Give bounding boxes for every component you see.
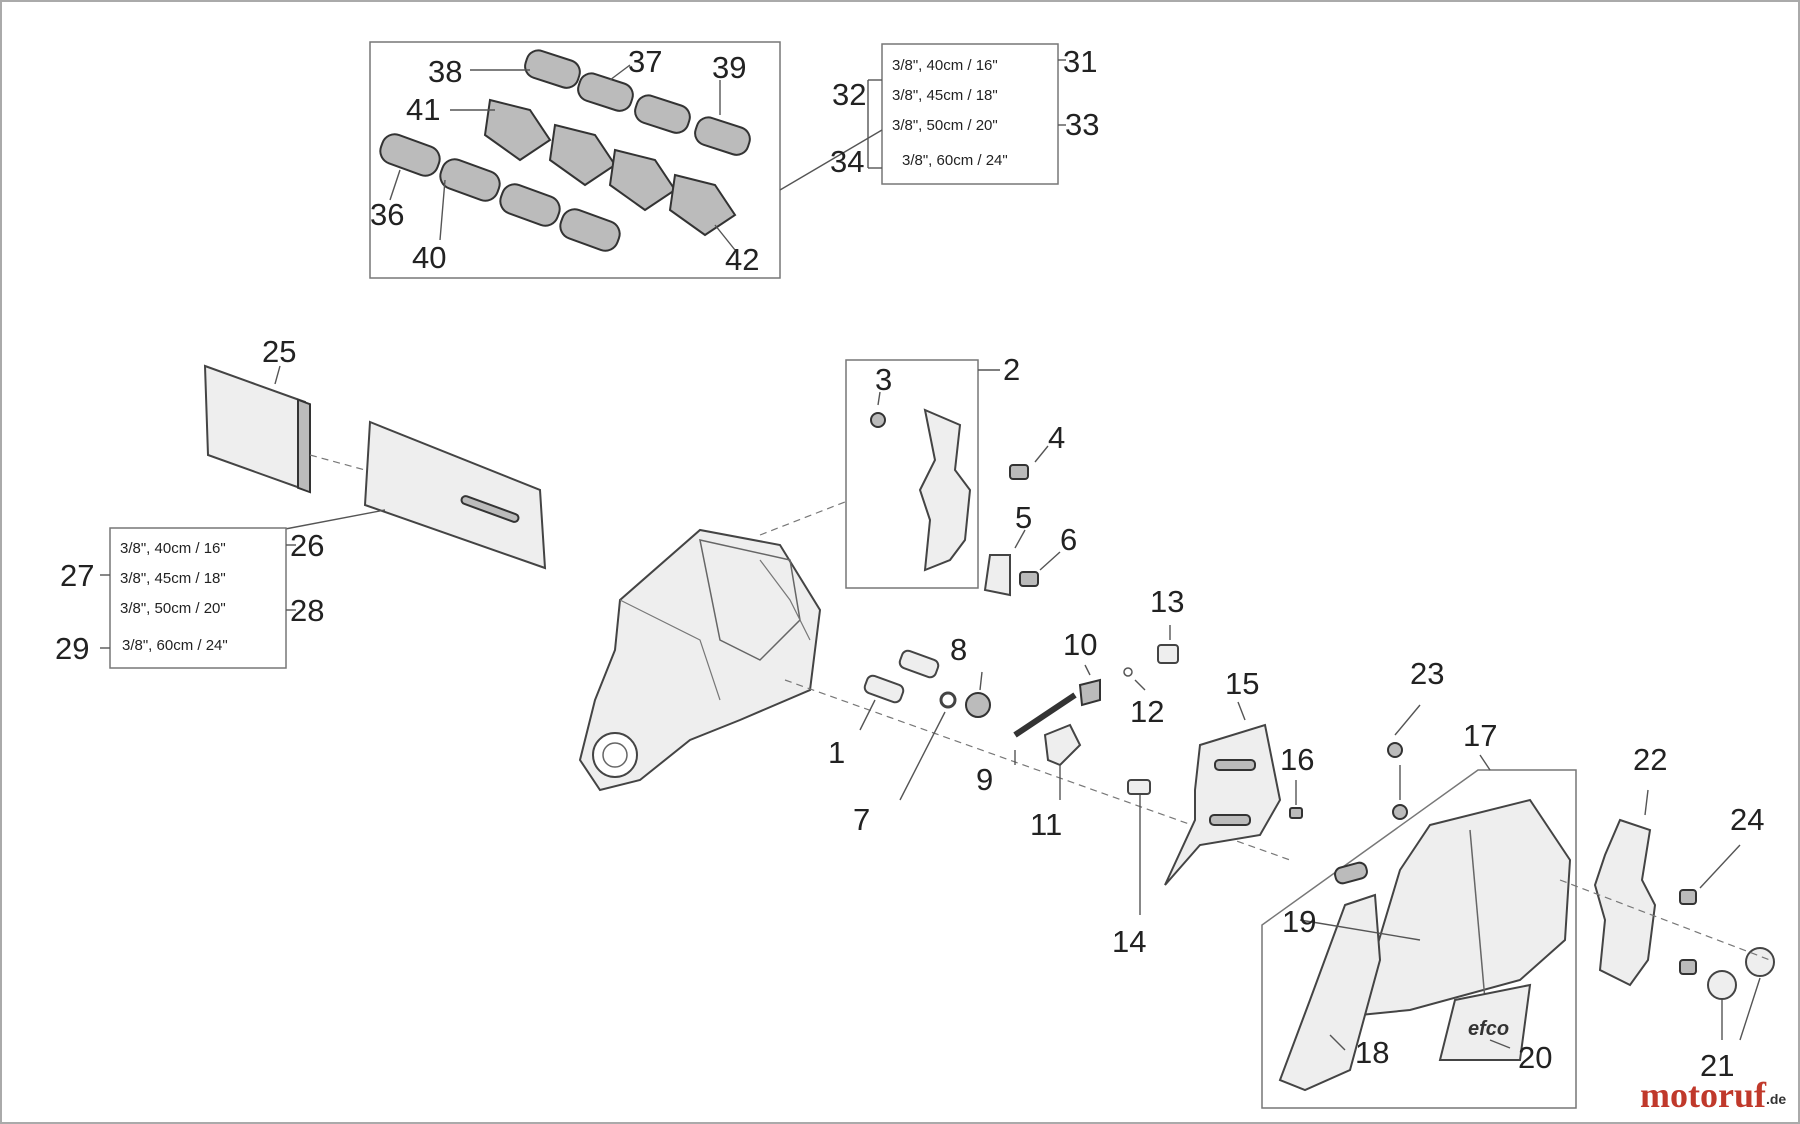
sprocket-cover-group: efco 17 23 19 18 20 (1261, 656, 1577, 1109)
decal-20 (1438, 983, 1532, 1061)
label-4: 4 (1048, 420, 1065, 455)
tensioner-pin-11 (1043, 723, 1082, 767)
label-16: 16 (1280, 742, 1314, 777)
decal-brand-text: efco (1468, 1018, 1509, 1040)
label-9: 9 (976, 762, 993, 797)
guide-bar-segment (363, 420, 547, 570)
nut-8 (965, 692, 991, 718)
label-6: 6 (1060, 522, 1077, 557)
bar-spec-2: 3/8", 50cm / 20" (120, 600, 226, 617)
label-29: 29 (55, 631, 89, 666)
washer-12 (1123, 667, 1133, 677)
tensioner-nut-10 (1078, 678, 1101, 707)
label-1: 1 (828, 735, 845, 770)
label-11: 11 (1030, 807, 1062, 842)
watermark: motoruf.de (1640, 1075, 1786, 1115)
label-23: 23 (1410, 656, 1444, 691)
screw-24b (1679, 959, 1697, 975)
nut-3 (870, 412, 886, 428)
washer-7 (939, 691, 957, 709)
tensioner-screw-9 (1013, 692, 1077, 738)
bracket-5 (983, 554, 1011, 597)
side-plate-2 (918, 408, 972, 572)
label-28: 28 (290, 593, 324, 628)
chain-link-37-row (524, 49, 751, 156)
outer-plate-group: 22 24 21 (1559, 742, 1775, 1083)
label-38: 38 (428, 54, 462, 89)
tensioner-group: 1 7 8 9 10 11 12 13 14 (828, 584, 1184, 959)
bar-spec-box: 3/8", 40cm / 16" 3/8", 45cm / 18" 3/8", … (55, 527, 324, 669)
plate-group-2: 3 2 4 5 6 (845, 352, 1077, 597)
label-40: 40 (412, 240, 446, 275)
label-41: 41 (406, 92, 440, 127)
chain-brake-lever-18 (1278, 893, 1382, 1092)
bar-spec-1: 3/8", 45cm / 18" (120, 570, 226, 587)
guide-bar-segment-25 (203, 364, 307, 490)
chain-link-36-row (379, 133, 621, 252)
sprocket-cover-17 (1358, 798, 1572, 1017)
label-31: 31 (1063, 44, 1097, 79)
label-5: 5 (1015, 500, 1032, 535)
label-42: 42 (725, 242, 759, 277)
watermark-name: motoruf (1640, 1075, 1767, 1115)
label-33: 33 (1065, 107, 1099, 142)
nut-23b (1392, 804, 1408, 820)
label-27: 27 (60, 558, 94, 593)
label-22: 22 (1633, 742, 1667, 777)
watermark-suffix: .de (1766, 1091, 1786, 1107)
label-36: 36 (370, 197, 404, 232)
guide-bar-group: 25 (203, 334, 547, 570)
screw-16 (1289, 807, 1303, 819)
chain-link-41-row (483, 98, 737, 237)
label-20: 20 (1518, 1040, 1552, 1075)
screw-24a (1679, 889, 1697, 905)
label-26: 26 (290, 528, 324, 563)
label-17: 17 (1463, 718, 1497, 753)
nut-23a (1387, 742, 1403, 758)
chain-spec-1: 3/8", 45cm / 18" (892, 87, 998, 104)
svg-text:motoruf.de: motoruf.de (1640, 1075, 1786, 1115)
label-15: 15 (1225, 666, 1259, 701)
label-2: 2 (1003, 352, 1020, 387)
engine-housing (578, 499, 1291, 861)
nut-21a (1707, 970, 1737, 1000)
label-3: 3 (875, 362, 892, 397)
label-37: 37 (628, 44, 662, 79)
label-25: 25 (262, 334, 296, 369)
bar-spec-0: 3/8", 40cm / 16" (120, 540, 226, 557)
chain-spec-0: 3/8", 40cm / 16" (892, 57, 998, 74)
stud-upper (898, 649, 940, 679)
label-39: 39 (712, 50, 746, 85)
side-plate-22 (1593, 818, 1657, 987)
chain-guide-15 (1164, 723, 1282, 886)
chain-panel: 38 37 39 41 36 40 42 (369, 41, 781, 279)
label-10: 10 (1063, 627, 1097, 662)
label-19: 19 (1282, 904, 1316, 939)
screw-4 (1009, 464, 1029, 480)
bumper-19 (1334, 861, 1368, 885)
label-34: 34 (830, 144, 864, 179)
label-18: 18 (1355, 1035, 1389, 1070)
stud-1 (863, 674, 905, 704)
label-21: 21 (1700, 1048, 1734, 1083)
label-8: 8 (950, 632, 967, 667)
guide-plate-13 (1157, 644, 1179, 664)
chain-spec-2: 3/8", 50cm / 20" (892, 117, 998, 134)
screw-6 (1019, 571, 1039, 587)
nut-21b (1745, 947, 1775, 977)
screw-14 (1127, 779, 1151, 795)
label-12: 12 (1130, 694, 1164, 729)
label-24: 24 (1730, 802, 1764, 837)
chain-spec-box: 3/8", 40cm / 16" 3/8", 45cm / 18" 3/8", … (779, 43, 1099, 191)
label-13: 13 (1150, 584, 1184, 619)
label-7: 7 (853, 802, 870, 837)
label-14: 14 (1112, 924, 1146, 959)
label-32: 32 (832, 77, 866, 112)
chain-guide-group: 15 16 (1164, 666, 1314, 886)
bar-spec-3: 3/8", 60cm / 24" (122, 637, 228, 654)
chain-spec-3: 3/8", 60cm / 24" (902, 152, 1008, 169)
